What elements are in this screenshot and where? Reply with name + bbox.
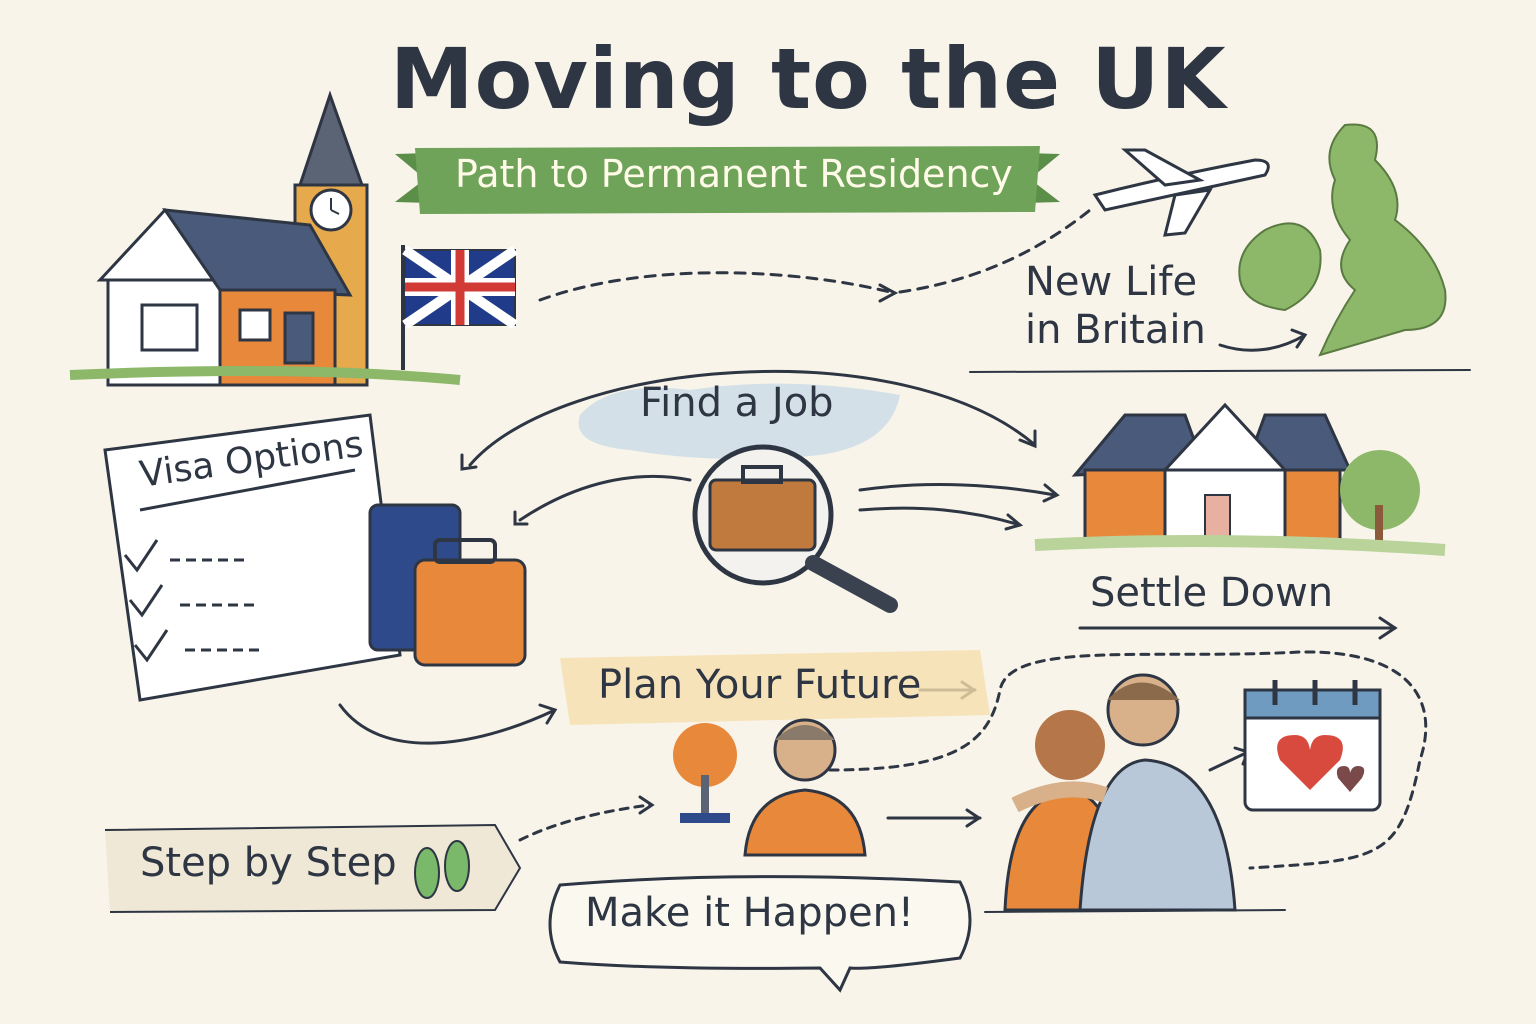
visa-notebook-illustration <box>103 413 402 702</box>
step-by-step-ribbon <box>104 823 522 913</box>
plan-future-highlight <box>560 650 990 725</box>
passport-suitcase-icon <box>368 503 527 667</box>
new-life-text: New Life <box>1025 259 1198 305</box>
plan-future-label: Plan Your Future <box>598 662 922 708</box>
subtitle-text: Path to Permanent Residency <box>455 152 1013 196</box>
find-job-label: Find a Job <box>640 380 834 426</box>
find-job-brush-background <box>578 383 900 459</box>
make-it-happen-label: Make it Happen! <box>585 890 914 936</box>
person-tree-illustration <box>673 718 867 857</box>
magnifier-briefcase-icon <box>692 444 898 613</box>
settle-down-house-illustration <box>1034 402 1446 556</box>
uk-map-icon <box>1238 123 1447 357</box>
couple-illustration <box>1003 673 1237 912</box>
house-big-ben-illustration <box>69 90 518 387</box>
in-britain-text: in Britain <box>1025 307 1206 353</box>
subtitle-banner <box>395 146 1060 214</box>
speech-bubble <box>548 875 972 993</box>
airplane-icon <box>1092 148 1270 237</box>
step-by-step-label: Step by Step <box>140 840 397 886</box>
new-life-label: New Life in Britain <box>1025 258 1206 354</box>
settle-down-label: Settle Down <box>1090 570 1334 616</box>
footprints-icon <box>414 840 470 899</box>
calendar-heart-icon <box>1243 680 1382 812</box>
page-title: Moving to the UK <box>390 30 1227 128</box>
